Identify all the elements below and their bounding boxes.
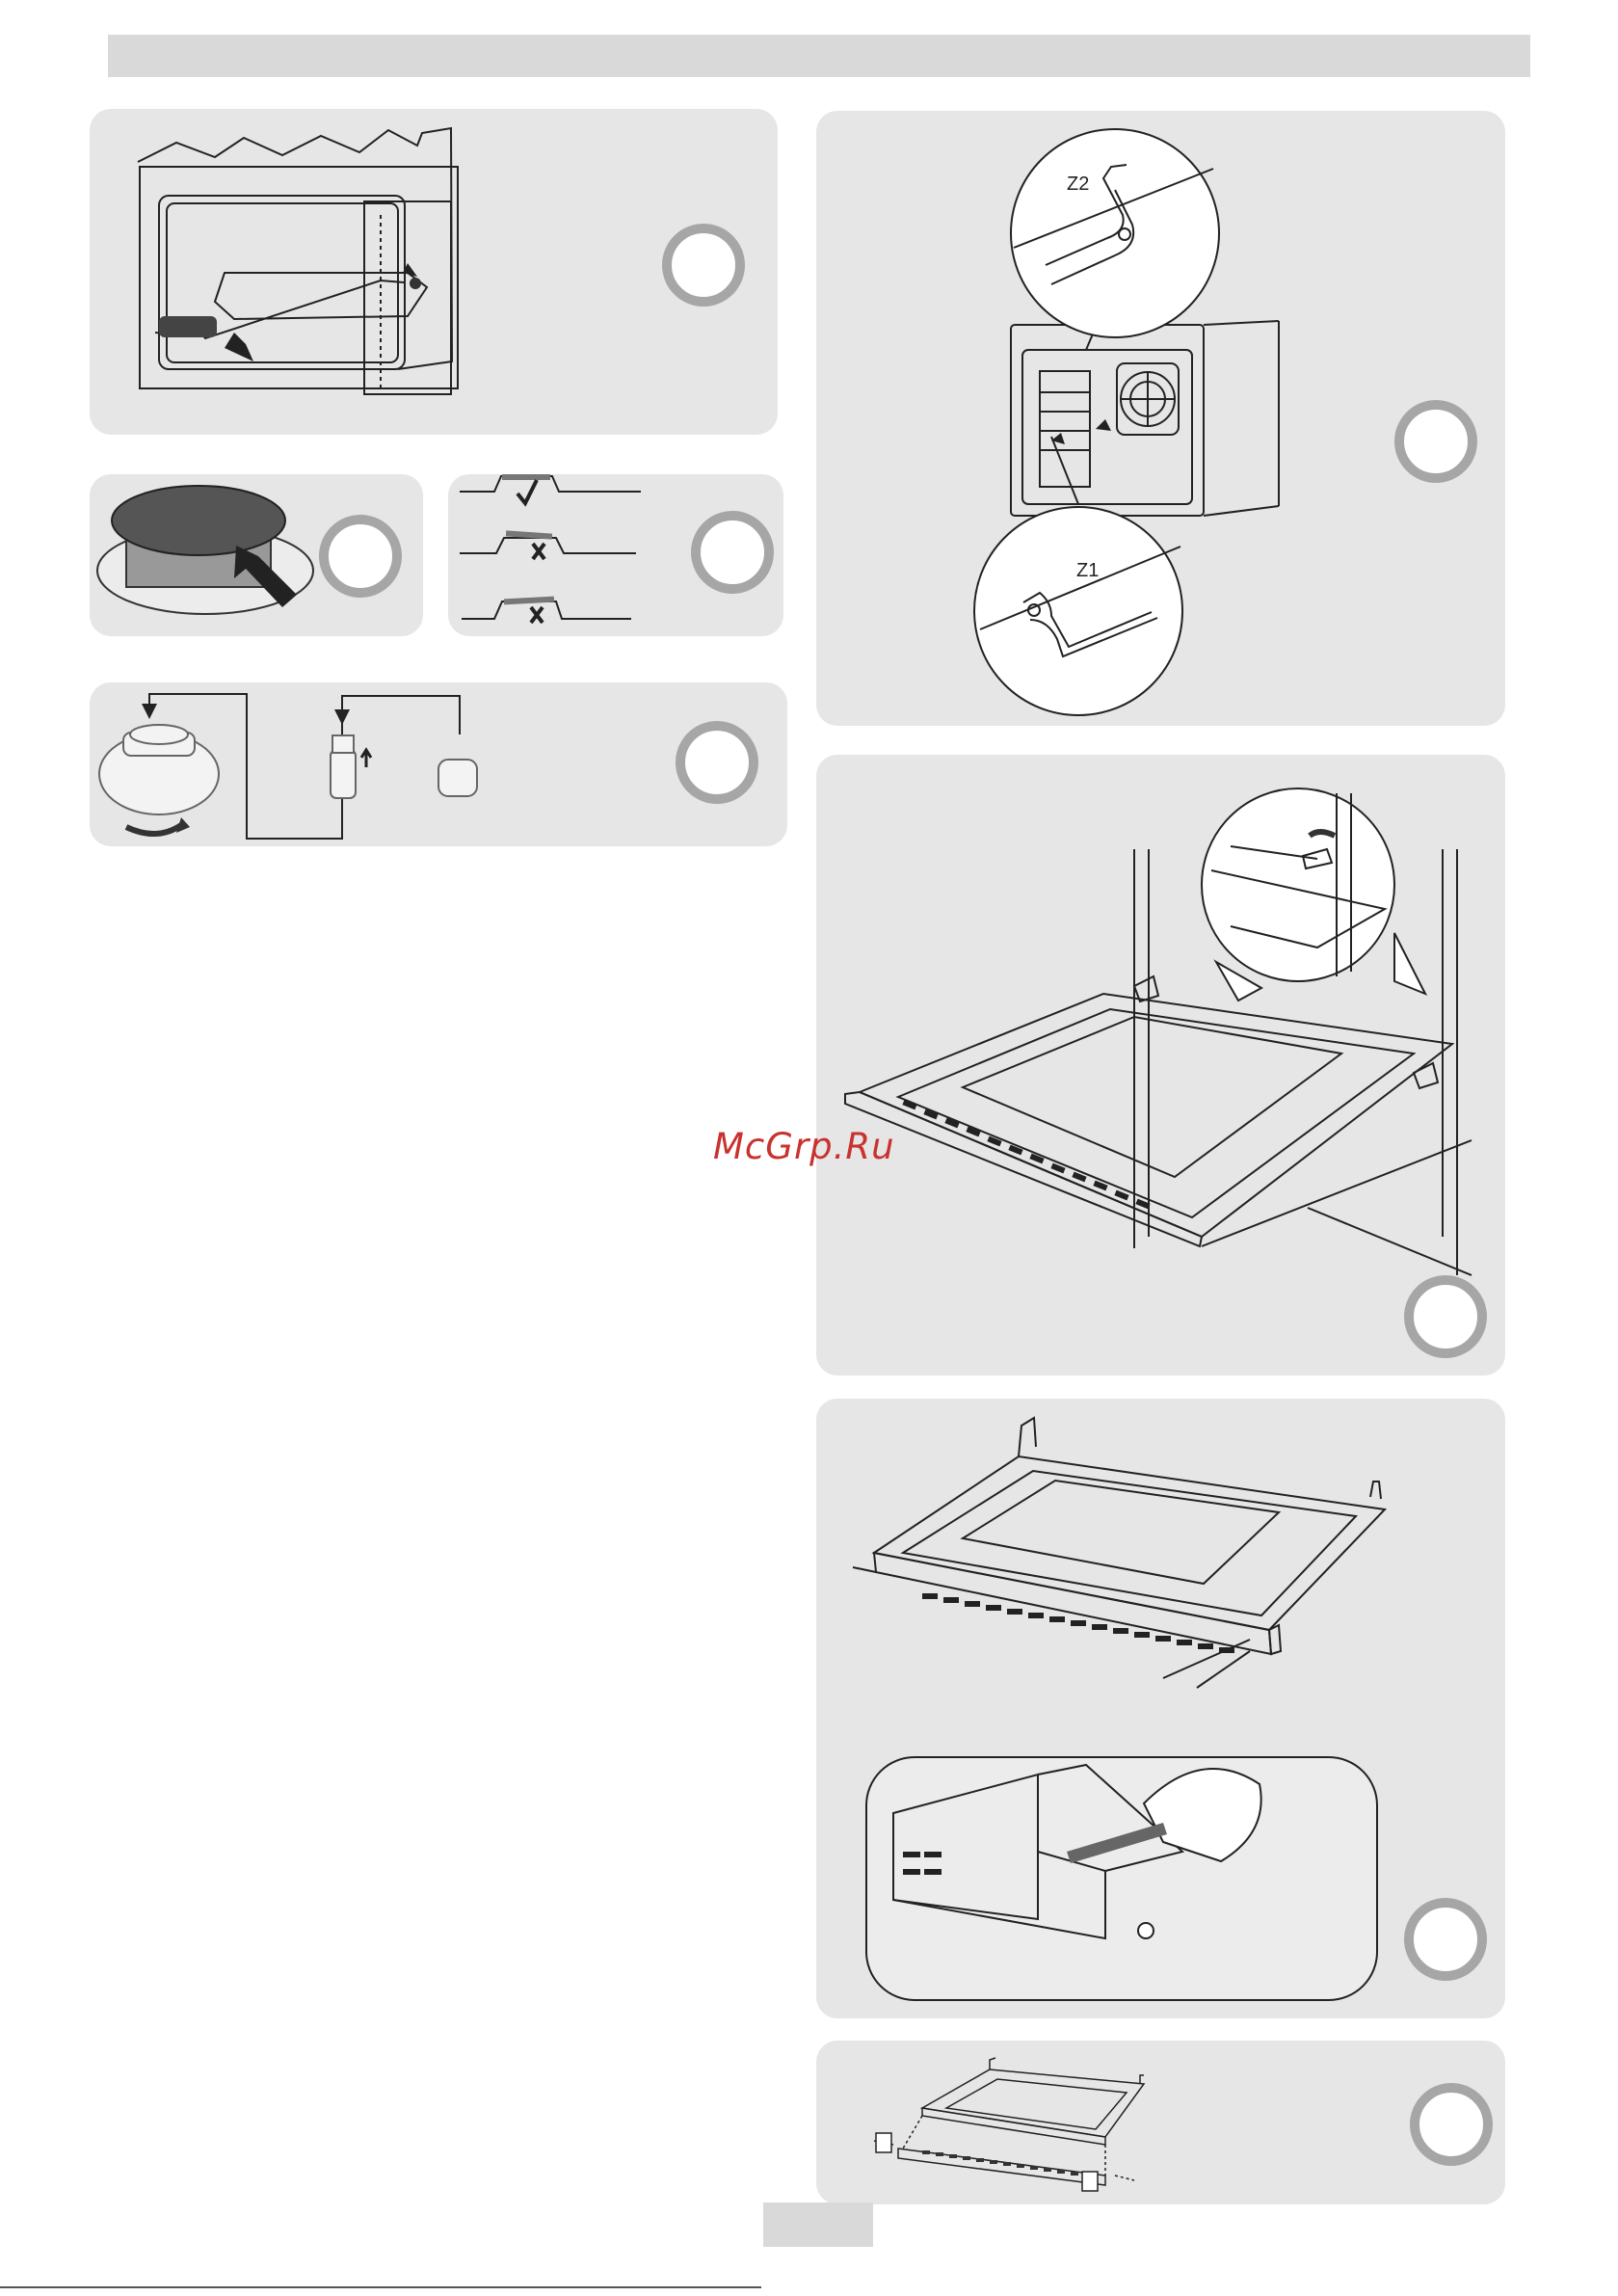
step-badge — [1394, 400, 1477, 483]
page-number-box — [763, 2203, 873, 2247]
door-glass-removal-illustration — [816, 1399, 1505, 2018]
step-badge — [1404, 1898, 1487, 1981]
panel-burner-cap — [90, 474, 423, 636]
step-badge — [691, 511, 774, 594]
panel-oven-grill-removal — [90, 109, 778, 435]
label-z1: Z1 — [1076, 560, 1099, 581]
panel-cap-positions — [448, 474, 783, 636]
check-mark-icon — [517, 480, 537, 503]
panel-door-glass-removal — [816, 1399, 1505, 2018]
header-bar — [108, 35, 1530, 77]
door-exploded-illustration — [816, 2041, 1505, 2204]
step-badge — [1404, 1275, 1487, 1358]
step-badge — [676, 721, 758, 804]
step-badge — [662, 224, 745, 307]
watermark: McGrp.Ru — [713, 1126, 915, 1167]
step-badge — [319, 515, 402, 598]
step-badge — [1410, 2083, 1493, 2166]
panel-lamp-replacement — [90, 682, 787, 846]
panel-door-exploded — [816, 2041, 1505, 2204]
oven-door-open-illustration — [816, 755, 1505, 1375]
panel-shelf-guides: Z2 Z1 — [816, 111, 1505, 726]
cross-mark-icon — [531, 607, 543, 623]
label-z2: Z2 — [1067, 174, 1089, 195]
cross-mark-icon — [533, 544, 544, 559]
footer-rule — [0, 2286, 761, 2288]
panel-oven-door-open — [816, 755, 1505, 1375]
